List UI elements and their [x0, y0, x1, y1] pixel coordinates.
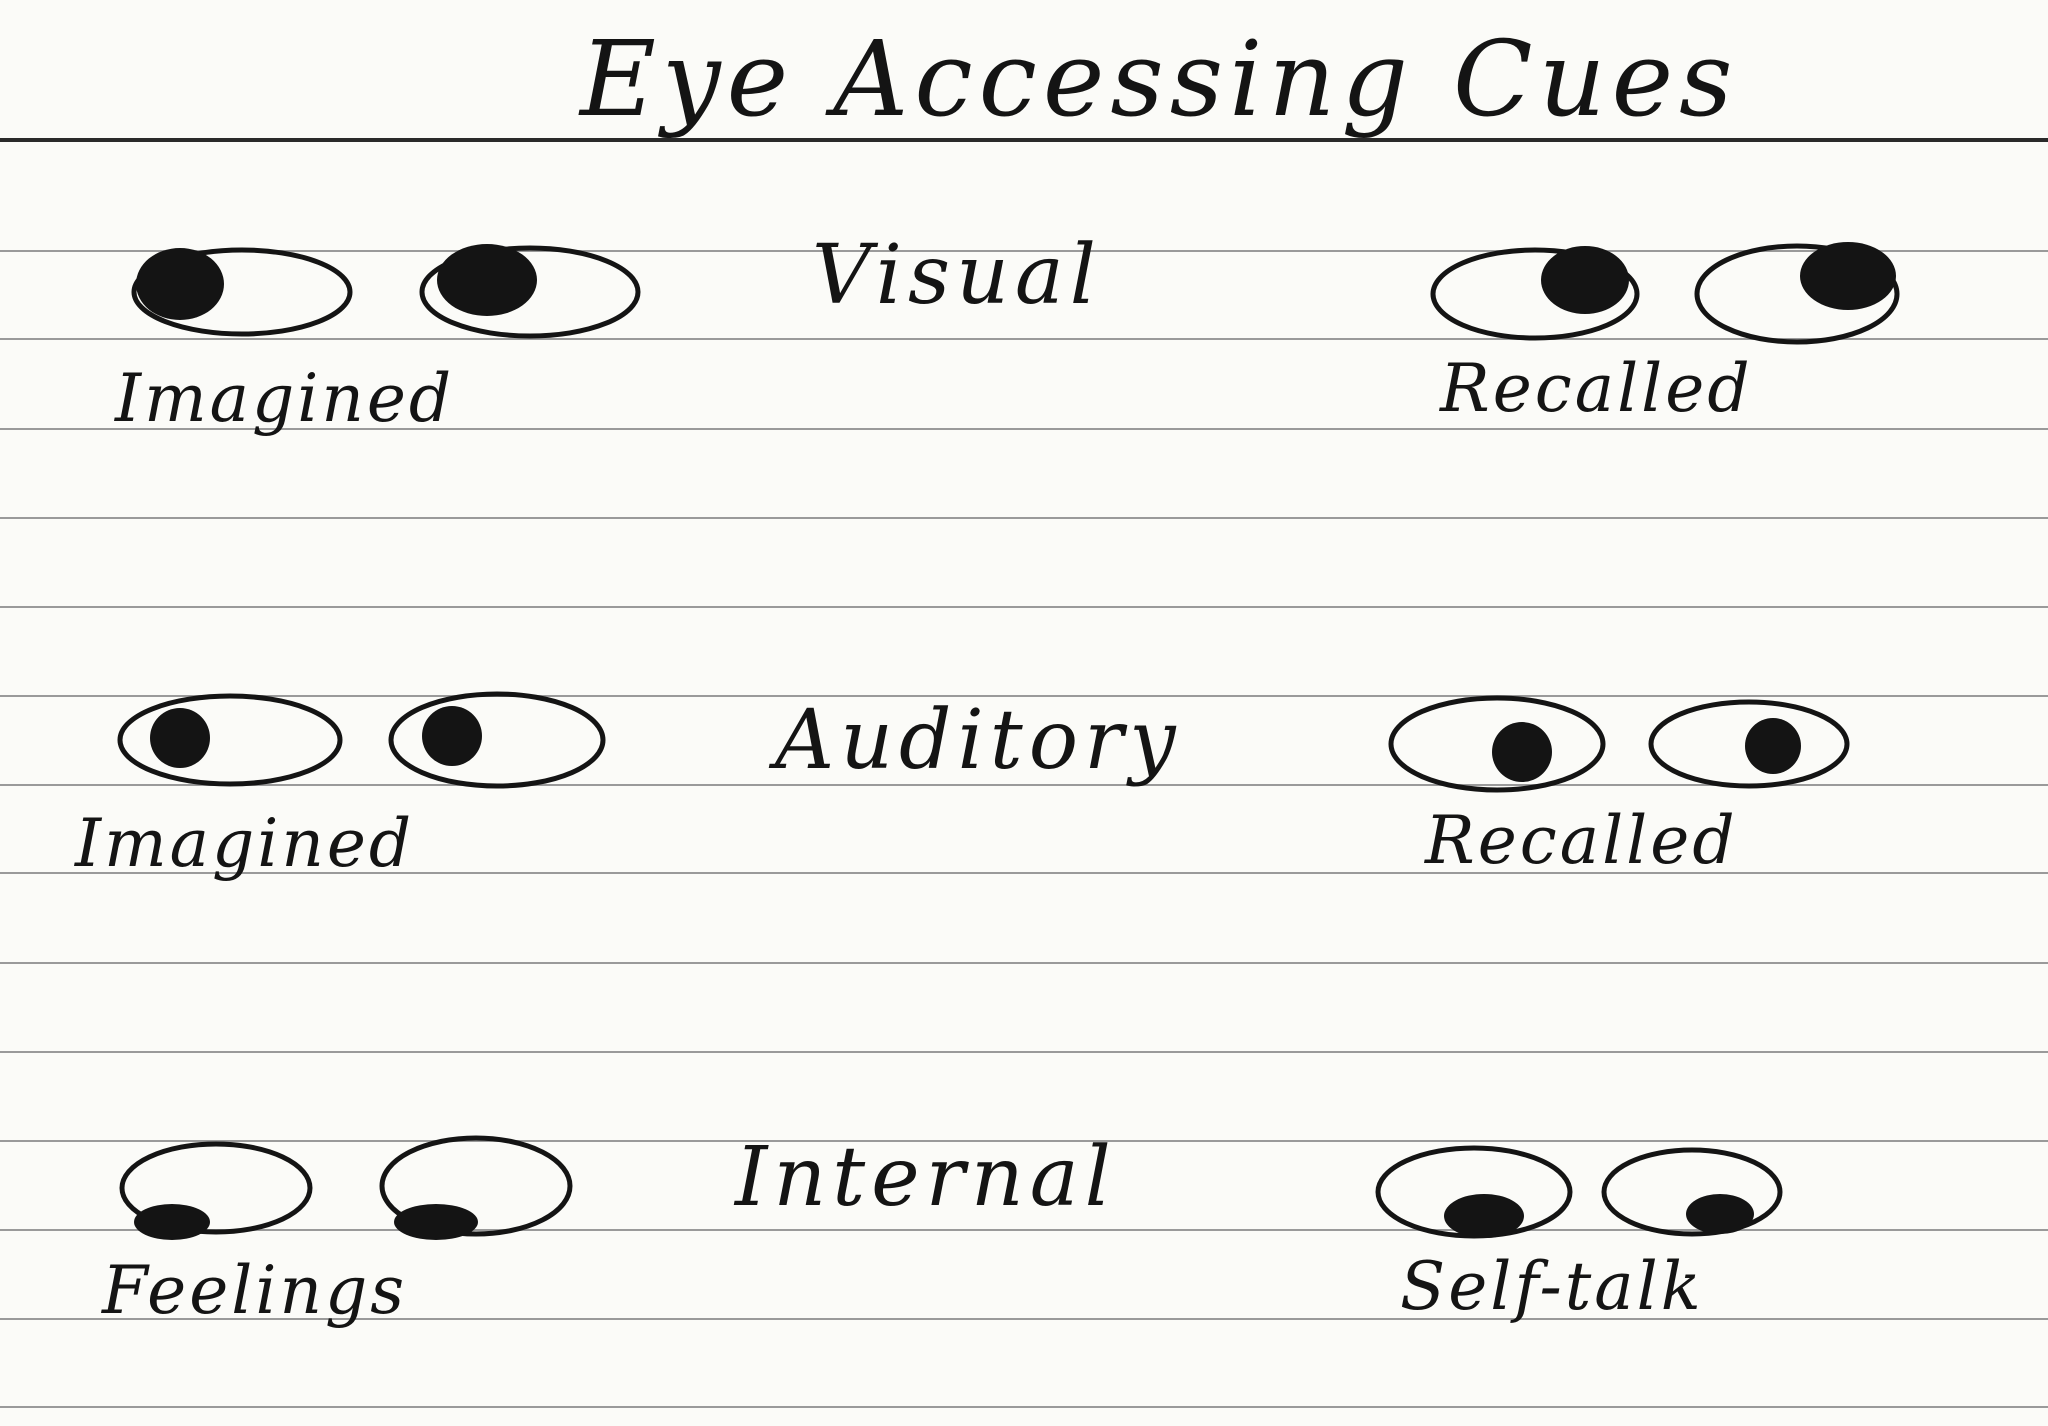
- header-rule: [0, 138, 2048, 142]
- eyes-internal-self-talk-icon: [1372, 1140, 1792, 1250]
- ruled-line: [0, 962, 2048, 964]
- ruled-line: [0, 250, 2048, 252]
- section-title-visual: Visual: [812, 228, 1103, 323]
- ruled-line: [0, 1406, 2048, 1408]
- page-title: Eye Accessing Cues: [580, 18, 1739, 140]
- ruled-line: [0, 695, 2048, 697]
- eyes-auditory-imagined-icon: [115, 680, 635, 800]
- label-visual-imagined: Imagined: [115, 360, 455, 437]
- ruled-line: [0, 784, 2048, 786]
- ruled-line: [0, 1140, 2048, 1142]
- ruled-line: [0, 872, 2048, 874]
- ruled-line: [0, 1051, 2048, 1053]
- section-title-auditory: Auditory: [775, 693, 1182, 788]
- label-auditory-recalled: Recalled: [1425, 802, 1738, 879]
- ruled-line: [0, 517, 2048, 519]
- section-title-internal: Internal: [735, 1130, 1117, 1225]
- label-visual-recalled: Recalled: [1440, 350, 1753, 427]
- eyes-internal-feelings-icon: [118, 1128, 578, 1248]
- eyes-auditory-recalled-icon: [1385, 684, 1865, 804]
- label-auditory-imagined: Imagined: [75, 805, 415, 882]
- label-internal-feelings: Feelings: [102, 1252, 408, 1329]
- ruled-line: [0, 428, 2048, 430]
- eyes-visual-recalled-icon: [1425, 232, 1905, 352]
- ruled-line: [0, 1229, 2048, 1231]
- eyes-visual-imagined-icon: [125, 232, 645, 352]
- ruled-line: [0, 338, 2048, 340]
- ruled-line: [0, 606, 2048, 608]
- label-internal-self-talk: Self-talk: [1400, 1248, 1704, 1325]
- ruled-line: [0, 1318, 2048, 1320]
